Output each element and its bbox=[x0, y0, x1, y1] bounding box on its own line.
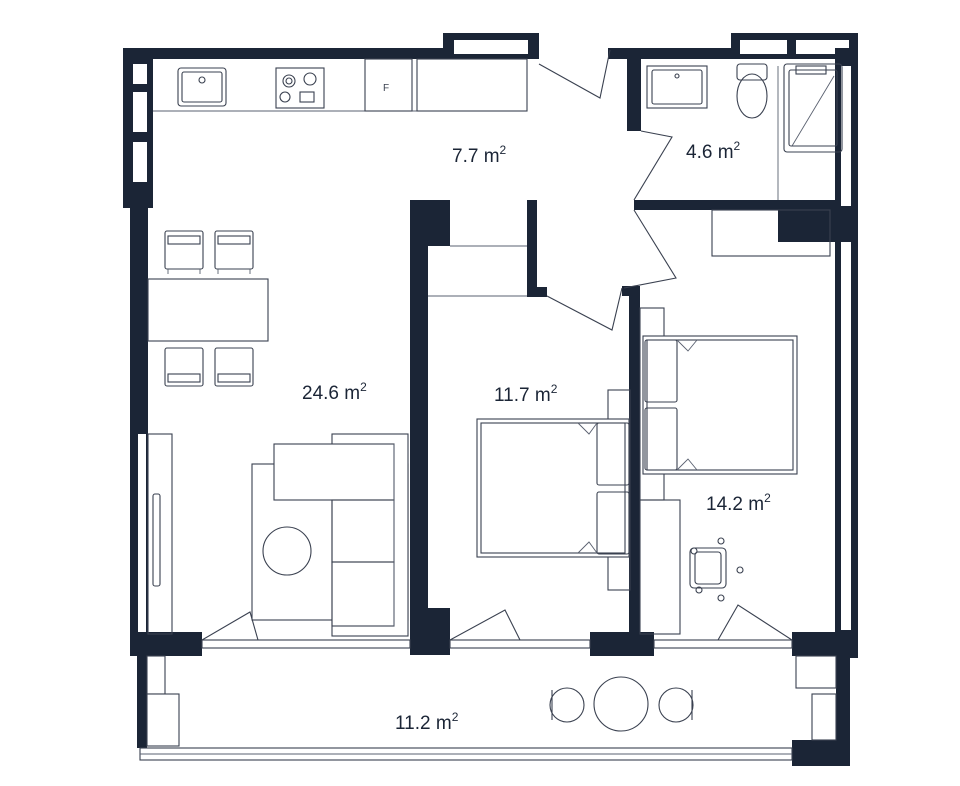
desk bbox=[639, 499, 681, 635]
fridge-label: F bbox=[383, 83, 389, 94]
living-furniture bbox=[147, 433, 409, 637]
sink-icon bbox=[646, 65, 708, 109]
room-area-label-balcony: 11.2 m2 bbox=[395, 710, 459, 734]
room-area-label-bedroom-2: 14.2 m2 bbox=[706, 491, 771, 515]
wall-balcony-right bbox=[836, 656, 850, 756]
room-area-label-hall: 7.7 m2 bbox=[452, 143, 507, 167]
wall-column-right bbox=[826, 206, 842, 242]
wall-bottom-left bbox=[130, 632, 202, 656]
wall-column-bed1-bottom bbox=[410, 608, 450, 655]
wall-bottom-right bbox=[792, 632, 858, 656]
coffee-table-icon bbox=[262, 526, 312, 576]
bathroom-fixtures bbox=[646, 63, 843, 200]
tv-icon bbox=[152, 493, 161, 587]
dining-table bbox=[147, 278, 269, 342]
chair-icon bbox=[214, 347, 254, 387]
wall-hall-bath bbox=[627, 59, 641, 131]
wall-bed1-left bbox=[410, 200, 428, 655]
tv-stand bbox=[147, 433, 173, 635]
office-chair-icon bbox=[689, 537, 744, 602]
kitchen-counter-end bbox=[416, 58, 528, 112]
pillow-icon bbox=[644, 339, 678, 403]
chair-icon bbox=[658, 687, 694, 723]
chair-icon bbox=[164, 230, 204, 274]
bedroom-2-furniture bbox=[639, 209, 831, 635]
wardrobe bbox=[711, 209, 831, 257]
bed-icon bbox=[642, 335, 798, 475]
chair-icon bbox=[214, 230, 254, 274]
bedroom-1-furniture bbox=[476, 389, 631, 591]
chair-icon bbox=[164, 347, 204, 387]
pillow-icon bbox=[644, 407, 678, 471]
toilet-icon bbox=[736, 63, 768, 119]
balcony-table-icon bbox=[593, 676, 649, 732]
room-area-label-bathroom: 4.6 m2 bbox=[686, 139, 741, 163]
bed-icon bbox=[476, 418, 630, 558]
balcony-furniture bbox=[549, 676, 694, 732]
chair-icon bbox=[549, 687, 585, 723]
sink-icon bbox=[177, 67, 227, 107]
wall-balcony-left bbox=[137, 656, 147, 748]
hall-closet bbox=[428, 245, 527, 297]
wall-bottom-mid bbox=[590, 632, 654, 656]
wall-bath-bedroom2 bbox=[634, 200, 835, 210]
shower-icon bbox=[783, 63, 843, 153]
fridge bbox=[364, 58, 413, 112]
top-window-gap bbox=[454, 40, 528, 54]
room-area-label-living-kitchen: 24.6 m2 bbox=[302, 380, 367, 404]
wall-top-left bbox=[123, 48, 539, 59]
doors bbox=[201, 49, 793, 641]
walls bbox=[123, 33, 858, 766]
stove-icon bbox=[275, 67, 325, 109]
wall-bed1-bed2 bbox=[629, 286, 640, 656]
windows bbox=[139, 639, 837, 761]
pillow-icon bbox=[596, 491, 630, 555]
area-labels: 7.7 m2 4.6 m2 24.6 m2 11.7 m2 14.2 m2 11… bbox=[302, 139, 771, 734]
room-area-label-bedroom-1: 11.7 m2 bbox=[494, 382, 558, 406]
pillow-icon bbox=[596, 422, 630, 486]
kitchen: F bbox=[153, 58, 528, 112]
sofa-icon bbox=[273, 433, 409, 637]
wall-closet-right bbox=[527, 200, 537, 296]
dining-set bbox=[147, 230, 269, 387]
